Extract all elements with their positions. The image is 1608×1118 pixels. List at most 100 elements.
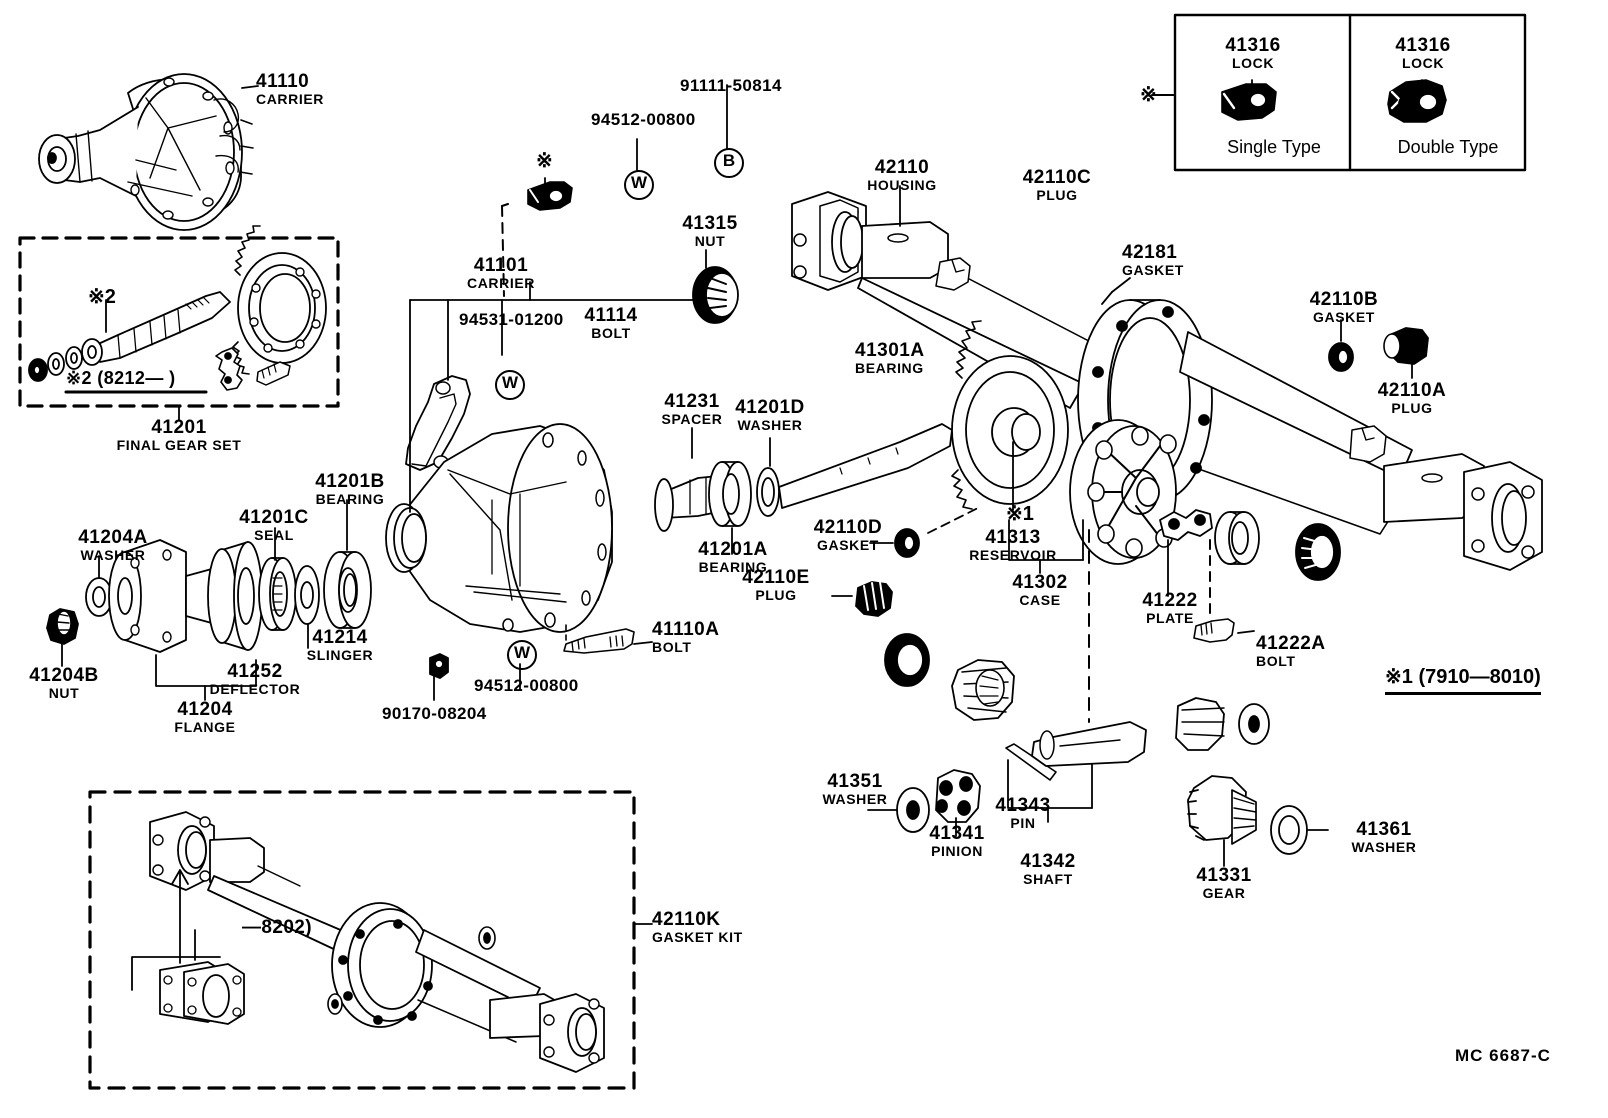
part-number: 42110A	[1377, 380, 1447, 401]
circle-b-icon: B	[714, 148, 744, 178]
part-number: 42110C	[1022, 167, 1092, 188]
part-number: 41110	[256, 71, 310, 92]
label-plate-41222: 41222 PLATE	[1116, 591, 1224, 625]
part-name: BEARING	[855, 360, 924, 376]
part-number: 41201D	[735, 397, 805, 418]
part-number: 41341	[929, 823, 985, 844]
part-number: 41302	[1012, 572, 1068, 593]
part-name: FLANGE	[174, 719, 236, 735]
part-name: PLUG	[1391, 400, 1433, 416]
note-kome-star-lockbox: ※	[1140, 84, 1157, 106]
part-name: HOUSING	[867, 177, 937, 193]
label-gasket-42110b: 42110B GASKET	[1288, 290, 1400, 324]
label-double-type: Double Type	[1397, 137, 1499, 157]
label-seal-41201c: 41201C SEAL	[214, 508, 334, 542]
label-deflector-41252: 41252 DEFLECTOR	[180, 662, 330, 696]
label-carrier-41110: 41110 CARRIER	[256, 72, 324, 106]
label-spacer-41231: 41231 SPACER	[636, 392, 748, 426]
part-name: LOCK	[1401, 55, 1445, 71]
label-lock-single-41316: 41316 LOCK	[1198, 36, 1308, 70]
label-bearing-41201b: 41201B BEARING	[288, 472, 412, 506]
part-name: WASHER	[1351, 839, 1417, 855]
part-name: NUT	[694, 233, 726, 249]
part-name: CASE	[1019, 592, 1061, 608]
part-number: 41204A	[78, 527, 148, 548]
label-carrier-41101: 41101 CARRIER	[441, 256, 561, 290]
label-bolt-41110a: 41110A BOLT	[652, 620, 719, 654]
part-number: 41114	[584, 305, 638, 326]
code-94531-01200: 94531-01200	[459, 310, 564, 329]
label-nut-41204b: 41204B NUT	[14, 666, 114, 700]
part-number: 41315	[682, 213, 738, 234]
part-name: GASKET	[1122, 262, 1184, 278]
part-name: WASHER	[80, 547, 146, 563]
label-pin-41343: 41343 PIN	[977, 796, 1069, 830]
part-name: WASHER	[822, 791, 888, 807]
label-bearing-41301a: 41301A BEARING	[855, 341, 925, 375]
part-number: 41342	[1020, 851, 1076, 872]
label-slinger-41214: 41214 SLINGER	[280, 628, 400, 662]
final-gear-set-art	[18, 225, 340, 421]
label-gear-41331: 41331 GEAR	[1172, 866, 1276, 900]
label-final-gear-set-41201: 41201 FINAL GEAR SET	[94, 418, 264, 452]
part-number: 41222A	[1256, 633, 1326, 654]
part-name: BOLT	[652, 639, 692, 655]
part-name: CARRIER	[467, 275, 535, 291]
part-name: GASKET	[817, 537, 879, 553]
part-name: SHAFT	[1023, 871, 1073, 887]
nut-41315-art	[692, 249, 739, 324]
part-name: RESERVOIR	[969, 547, 1057, 563]
part-number: 41231	[664, 391, 720, 412]
label-housing-42110: 42110 HOUSING	[844, 158, 960, 192]
label-gasket-42110d: 42110D GASKET	[790, 518, 906, 552]
code-94512-00800-upper: 94512-00800	[591, 110, 696, 129]
part-name: SPACER	[661, 411, 723, 427]
note-kome2-marker: ※2	[88, 286, 116, 308]
part-number: 41361	[1356, 819, 1412, 840]
part-number: 41252	[227, 661, 283, 682]
part-number: 41201A	[698, 539, 768, 560]
part-name: SEAL	[254, 527, 294, 543]
code-90170-08204: 90170-08204	[382, 704, 487, 723]
part-number: 41101	[473, 255, 529, 276]
part-name: PLATE	[1146, 610, 1194, 626]
part-name: GASKET KIT	[652, 929, 743, 945]
note-kome2-range: ※2 (8212— )	[66, 368, 176, 388]
part-name: PLUG	[755, 587, 797, 603]
part-number: 42110	[874, 157, 930, 178]
part-number: 41204B	[29, 665, 99, 686]
label-bearing-41201a: 41201A BEARING	[670, 540, 796, 574]
label-washer-41361: 41361 WASHER	[1326, 820, 1442, 854]
part-name: CARRIER	[256, 91, 324, 107]
diagram-footer-code: MC 6687-C	[1455, 1046, 1551, 1065]
label-plug-42110c: 42110C PLUG	[1002, 168, 1112, 202]
code-91111-50814: 91111-50814	[680, 76, 782, 95]
part-number: 41316	[1225, 35, 1281, 56]
carrier-assembly-art	[38, 73, 259, 231]
part-name: LOCK	[1231, 55, 1275, 71]
part-number: 41201	[151, 417, 207, 438]
label-plug-42110a: 42110A PLUG	[1356, 381, 1468, 415]
part-name: BEARING	[698, 559, 768, 575]
part-name: PLUG	[1036, 187, 1078, 203]
label-bolt-41114: 41114 BOLT	[564, 306, 658, 340]
part-number: 41301A	[855, 340, 925, 361]
circle-w-icon-lower: W	[507, 640, 537, 670]
gasket-kit-art	[88, 790, 653, 1090]
part-name: BOLT	[1256, 653, 1296, 669]
ring-gear-diff-case-art	[927, 320, 1177, 723]
label-gasket-42181: 42181 GASKET	[1122, 243, 1184, 277]
part-name: BEARING	[315, 491, 385, 507]
part-number: 42181	[1122, 242, 1178, 263]
part-name: WASHER	[737, 417, 803, 433]
part-number: 41201C	[239, 507, 309, 528]
label-plug-42110e: 42110E PLUG	[718, 568, 834, 602]
part-number: 41316	[1395, 35, 1451, 56]
part-name: DEFLECTOR	[209, 681, 301, 697]
part-number: 42110K	[652, 909, 721, 930]
label-flange-41204: 41204 FLANGE	[150, 700, 260, 734]
circle-w-icon-mid: W	[495, 370, 525, 400]
label-pinion-41341: 41341 PINION	[900, 824, 1014, 858]
label-reservoir-41313: 41313 RESERVOIR	[942, 528, 1084, 562]
